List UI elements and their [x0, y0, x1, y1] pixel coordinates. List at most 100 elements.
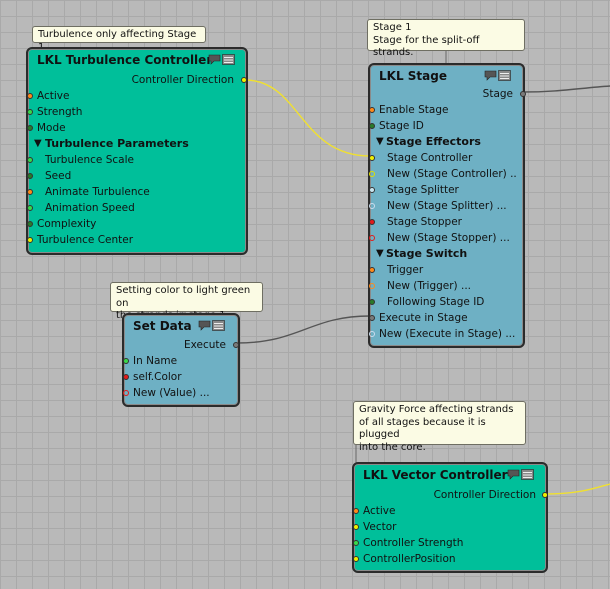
input-port[interactable]	[27, 237, 33, 243]
output-port[interactable]	[233, 342, 239, 348]
node-header-icons	[507, 469, 534, 480]
param-animation-speed: Animation Speed	[45, 202, 135, 214]
param-new-stage-splitter[interactable]: New (Stage Splitter) ...	[387, 200, 507, 212]
param-in-name: In Name	[133, 355, 178, 367]
section-stage-effectors[interactable]: Stage Effectors	[386, 135, 481, 148]
param-stage-splitter: Stage Splitter	[387, 184, 459, 196]
input-port[interactable]	[353, 508, 359, 514]
set-data-node[interactable]: Set Data Execute In Name self.Color New …	[122, 313, 240, 407]
output-port[interactable]	[542, 492, 548, 498]
note-text: Gravity Force affecting strands	[359, 404, 514, 415]
output-controller-direction: Controller Direction	[433, 489, 536, 501]
comment-icon[interactable]	[208, 54, 221, 65]
note-stage[interactable]: Stage 1 Stage for the split-off strands.	[367, 19, 525, 58]
output-controller-direction: Controller Direction	[131, 74, 234, 86]
input-port[interactable]	[369, 203, 375, 209]
stage-node[interactable]: LKL Stage Stage Enable Stage Stage ID ▼ …	[368, 63, 526, 348]
input-port[interactable]	[353, 524, 359, 530]
param-new-execute-in-stage[interactable]: New (Execute in Stage) ...	[379, 328, 516, 340]
node-header-icons	[208, 54, 235, 65]
node-title: LKL Turbulence Controller	[37, 53, 213, 67]
param-enable-stage: Enable Stage	[379, 104, 449, 116]
input-port[interactable]	[123, 374, 129, 380]
wire-turbulence-to-stage-controller[interactable]	[244, 79, 371, 157]
node-header-icons	[198, 320, 225, 331]
list-menu-icon[interactable]	[212, 320, 225, 331]
param-following-stage-id: Following Stage ID	[387, 296, 485, 308]
note-text: Setting color to light green on	[116, 285, 251, 309]
vector-controller-node[interactable]: LKL Vector Controller Controller Directi…	[352, 462, 548, 573]
input-port[interactable]	[353, 556, 359, 562]
param-new-trigger[interactable]: New (Trigger) ...	[387, 280, 471, 292]
param-complexity: Complexity	[37, 218, 97, 230]
input-port[interactable]	[369, 219, 375, 225]
param-strength: Strength	[37, 106, 83, 118]
param-active: Active	[363, 505, 396, 517]
comment-icon[interactable]	[198, 320, 211, 331]
list-menu-icon[interactable]	[222, 54, 235, 65]
input-port[interactable]	[369, 155, 375, 161]
note-text: of all stages because it is plugged	[359, 416, 486, 441]
input-port[interactable]	[27, 157, 33, 163]
input-port[interactable]	[369, 235, 375, 241]
param-active: Active	[37, 90, 70, 102]
input-port[interactable]	[27, 125, 33, 131]
input-port[interactable]	[369, 283, 375, 289]
section-stage-switch[interactable]: Stage Switch	[386, 247, 468, 260]
triangle-down-icon[interactable]: ▼	[376, 248, 384, 259]
output-stage: Stage	[482, 88, 513, 100]
param-seed: Seed	[45, 170, 72, 182]
output-port[interactable]	[520, 91, 526, 97]
note-text: Stage for the split-off strands.	[373, 34, 480, 59]
input-port[interactable]	[27, 93, 33, 99]
input-port[interactable]	[369, 315, 375, 321]
note-gravity[interactable]: Gravity Force affecting strands of all s…	[353, 401, 526, 453]
note-turbulence[interactable]: Turbulence only affecting Stage 1	[32, 26, 206, 53]
node-header-icons	[484, 70, 511, 81]
param-stage-stopper: Stage Stopper	[387, 216, 462, 228]
input-port[interactable]	[369, 171, 375, 177]
input-port[interactable]	[369, 187, 375, 193]
param-new-value[interactable]: New (Value) ...	[133, 387, 210, 399]
input-port[interactable]	[369, 107, 375, 113]
param-self-color: self.Color	[133, 371, 182, 383]
param-turbulence-center: Turbulence Center	[37, 234, 134, 246]
comment-icon[interactable]	[484, 70, 497, 81]
note-text: into the core.	[359, 441, 426, 453]
input-port[interactable]	[123, 390, 129, 396]
param-animate-turbulence: Animate Turbulence	[45, 186, 150, 198]
node-title: LKL Vector Controller	[363, 468, 508, 482]
triangle-down-icon[interactable]: ▼	[34, 138, 42, 149]
turbulence-controller-node[interactable]: LKL Turbulence Controller Controller Dir…	[26, 47, 248, 255]
param-controller-position: ControllerPosition	[363, 553, 456, 565]
input-port[interactable]	[27, 221, 33, 227]
note-setdata[interactable]: Setting color to light green on the stra…	[110, 282, 263, 321]
param-stage-controller: Stage Controller	[387, 152, 473, 164]
input-port[interactable]	[123, 358, 129, 364]
list-menu-icon[interactable]	[521, 469, 534, 480]
param-new-stage-controller[interactable]: New (Stage Controller) ..	[387, 168, 517, 180]
input-port[interactable]	[353, 540, 359, 546]
comment-icon[interactable]	[507, 469, 520, 480]
list-menu-icon[interactable]	[498, 70, 511, 81]
input-port[interactable]	[369, 267, 375, 273]
param-new-stage-stopper[interactable]: New (Stage Stopper) ...	[387, 232, 510, 244]
output-port[interactable]	[241, 77, 247, 83]
param-vector: Vector	[363, 521, 397, 533]
input-port[interactable]	[27, 173, 33, 179]
param-stage-id: Stage ID	[379, 120, 424, 132]
input-port[interactable]	[27, 205, 33, 211]
param-execute-in-stage: Execute in Stage	[379, 312, 468, 324]
input-port[interactable]	[369, 123, 375, 129]
input-port[interactable]	[369, 299, 375, 305]
param-mode: Mode	[37, 122, 66, 134]
param-trigger: Trigger	[387, 264, 424, 276]
wire-stage-output[interactable]	[521, 85, 610, 93]
input-port[interactable]	[27, 109, 33, 115]
input-port[interactable]	[27, 189, 33, 195]
input-port[interactable]	[369, 331, 375, 337]
triangle-down-icon[interactable]: ▼	[376, 136, 384, 147]
param-turbulence-scale: Turbulence Scale	[45, 154, 134, 166]
wire-vector-controller-output[interactable]	[544, 483, 610, 495]
section-turbulence-parameters[interactable]: Turbulence Parameters	[45, 137, 189, 150]
